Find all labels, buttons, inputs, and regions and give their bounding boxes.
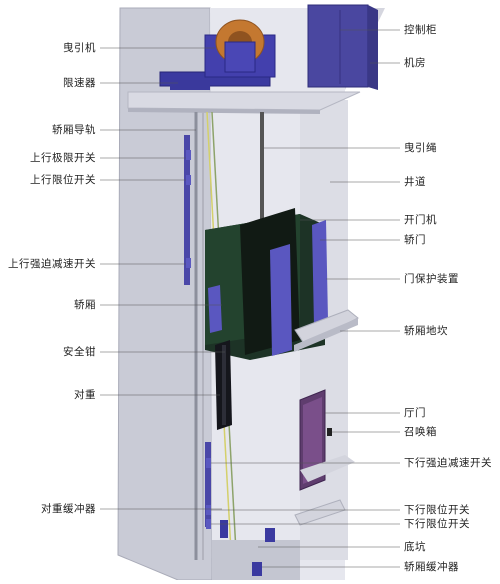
car-buffer-shape [265,528,275,542]
machine-room-floor-edge [128,108,320,114]
label-car-door: 轿门 [404,234,426,246]
label-down-forced-decel-switch: 下行强迫减速开关 [404,457,492,469]
label-car-sill: 轿厢地坎 [404,325,448,337]
upper-switch-bar [184,135,190,285]
label-pit: 底坑 [404,541,426,553]
door-protection-device-shape [312,220,328,326]
label-control-cabinet: 控制柜 [404,24,437,36]
label-machine-room: 机房 [404,57,426,69]
label-hoistway: 井道 [404,176,426,188]
label-hoist-rope: 曳引绳 [404,142,437,154]
label-down-limit-switch: 下行限位开关 [404,504,470,516]
label-up-forced-decel-switch: 上行强迫减速开关 [8,258,96,270]
car-door-panel [270,244,292,356]
label-up-final-limit-switch: 上行极限开关 [30,152,96,164]
label-door-operator: 开门机 [404,214,437,226]
left-leader-lines [100,47,225,510]
label-up-limit-switch: 上行限位开关 [30,174,96,186]
label-car-buffer: 轿厢缓冲器 [404,561,459,573]
control-cabinet-shape [307,4,369,88]
label-counterweight: 对重 [74,389,96,401]
label-safety-gear: 安全钳 [63,346,96,358]
pit-floor [212,540,300,580]
label-car-guide-rail: 轿厢导轨 [52,124,96,136]
machine-room-floor [127,91,361,111]
label-landing-door: 厅门 [404,407,426,419]
label-traction-machine: 曳引机 [63,42,96,54]
governor-block [170,80,210,90]
call-box-shape [327,428,332,436]
lower-landing-slab [300,455,355,482]
lower-switch-bar [205,442,211,527]
right-leader-lines [211,29,400,568]
label-call-box: 召唤箱 [404,426,437,438]
label-down-final-limit-switch: 下行限位开关 [404,518,470,530]
label-counterweight-buffer: 对重缓冲器 [41,503,96,515]
counterweight-buffer-shape [220,520,228,538]
label-car: 轿厢 [74,299,96,311]
label-door-protection-device: 门保护装置 [404,273,459,285]
label-speed-governor: 限速器 [63,77,96,89]
